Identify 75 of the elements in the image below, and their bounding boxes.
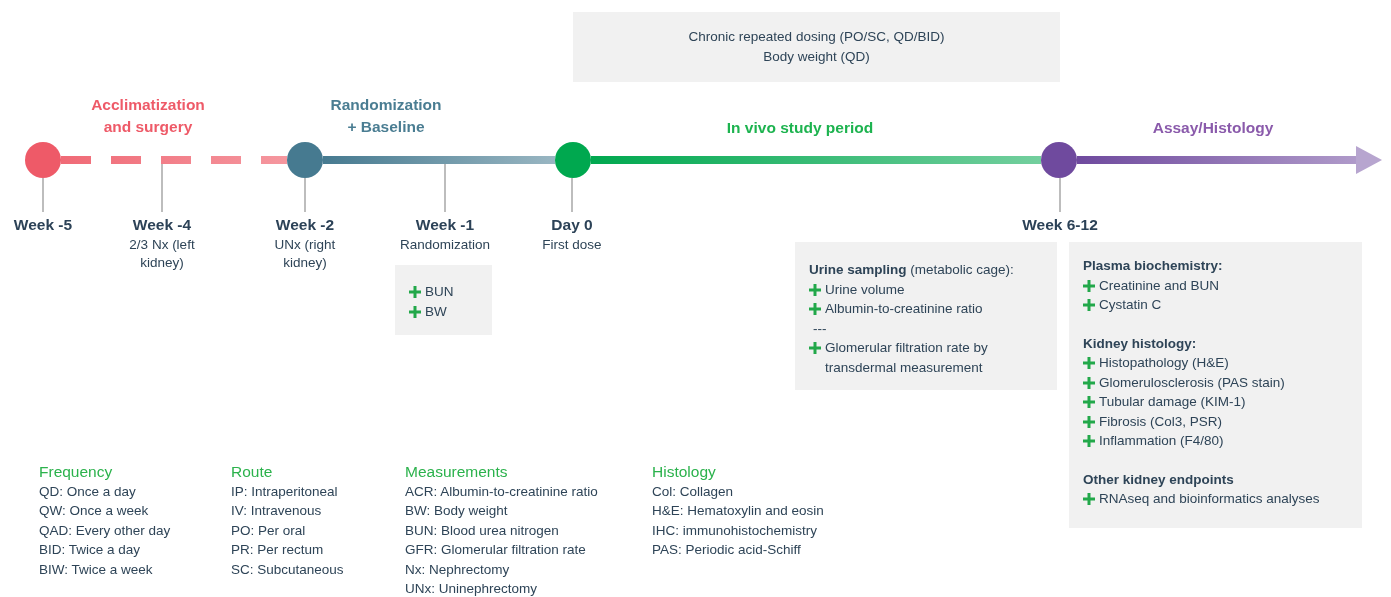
section-heading: Plasma biochemistry: xyxy=(1083,257,1224,275)
abbreviation-definition: Col: Collagen xyxy=(652,483,734,501)
milestone-label: Day 0 xyxy=(551,215,593,235)
list-item: Fibrosis (Col3, PSR) xyxy=(1099,412,1223,431)
event-label: 2/3 Nx (left kidney) xyxy=(128,236,196,272)
phase-label: Acclimatization and surgery xyxy=(90,95,206,137)
info-panel xyxy=(1069,242,1362,528)
list-item: Tubular damage (KIM-1) xyxy=(1099,393,1246,411)
milestone-label: Week -4 xyxy=(132,215,192,235)
milestone-dot xyxy=(1041,142,1077,178)
tick-line xyxy=(1059,177,1061,213)
abbreviation-definition: BW: Body weight xyxy=(405,502,508,521)
list-item: Glomerular filtration rate by transdermal measurement xyxy=(825,339,989,377)
abbreviation-definition: QW: Once a week xyxy=(39,502,149,521)
abbreviation-definition: GFR: Glomerular filtration rate xyxy=(405,541,586,560)
abbreviation-definition: PO: Per oral xyxy=(231,521,306,540)
milestone-dot xyxy=(287,142,323,178)
event-label: UNx (right kidney) xyxy=(273,236,337,272)
info-panel xyxy=(395,265,492,335)
timeline-segment xyxy=(591,156,1041,164)
list-item: Cystatin C xyxy=(1099,296,1162,314)
phase-label: Assay/Histology xyxy=(1151,118,1275,138)
abbreviation-definition: QD: Once a day xyxy=(39,483,136,501)
milestone-dot xyxy=(555,142,591,178)
legend-heading: Frequency xyxy=(39,462,113,482)
event-label: First dose xyxy=(542,236,602,254)
list-item: Albumin-to-creatinine ratio xyxy=(825,300,983,318)
legend-heading: Measurements xyxy=(405,462,508,482)
list-item: BUN xyxy=(425,283,454,301)
separator-text: --- xyxy=(812,319,827,338)
abbreviation-definition: IV: Intravenous xyxy=(231,502,322,521)
tick-line xyxy=(304,177,306,213)
phase-label: Randomization + Baseline xyxy=(329,95,443,137)
abbreviation-definition: UNx: Uninephrectomy xyxy=(405,580,538,597)
section-heading: Urine sampling (metabolic cage): xyxy=(809,261,1015,279)
phase-label: In vivo study period xyxy=(725,118,875,138)
milestone-dot xyxy=(25,142,61,178)
abbreviation-definition: BUN: Blood urea nitrogen xyxy=(405,521,559,540)
abbreviation-definition: BID: Twice a day xyxy=(39,541,141,560)
list-item: Inflammation (F4/80) xyxy=(1099,432,1224,450)
milestone-label: Week 6-12 xyxy=(1022,215,1098,235)
abbreviation-definition: BIW: Twice a week xyxy=(39,560,153,579)
abbreviation-definition: H&E: Hematoxylin and eosin xyxy=(652,502,824,521)
list-item: Histopathology (H&E) xyxy=(1099,354,1229,372)
section-heading: Kidney histology: xyxy=(1083,334,1198,353)
abbreviation-definition: QAD: Every other day xyxy=(39,521,171,540)
timeline-segment xyxy=(61,156,287,164)
timeline-arrow xyxy=(1077,146,1382,174)
panel-text: Chronic repeated dosing (PO/SC, QD/BID) xyxy=(688,28,945,46)
abbreviation-definition: SC: Subcutaneous xyxy=(231,560,344,579)
list-item: BW xyxy=(425,302,447,321)
tick-line xyxy=(571,177,573,213)
list-item: RNAseq and bioinformatics analyses xyxy=(1099,490,1320,508)
list-item: Creatinine and BUN xyxy=(1099,276,1220,295)
legend-heading: Route xyxy=(231,462,273,482)
legend-heading: Histology xyxy=(652,462,716,482)
abbreviation-definition: PAS: Periodic acid-Schiff xyxy=(652,541,801,560)
milestone-label: Week -5 xyxy=(13,215,73,235)
tick-line xyxy=(42,177,44,213)
abbreviation-definition: Nx: Nephrectomy xyxy=(405,560,510,579)
list-item: Glomerulosclerosis (PAS stain) xyxy=(1099,373,1285,392)
list-item: Urine volume xyxy=(825,280,905,299)
abbreviation-definition: IHC: immunohistochemistry xyxy=(652,521,818,540)
panel-text: Body weight (QD) xyxy=(763,48,870,66)
abbreviation-definition: IP: Intraperitoneal xyxy=(231,483,338,501)
abbreviation-definition: PR: Per rectum xyxy=(231,541,324,560)
milestone-label: Week -1 xyxy=(415,215,475,235)
timeline-segment xyxy=(323,156,555,164)
milestone-label: Week -2 xyxy=(275,215,335,235)
section-heading: Other kidney endpoints xyxy=(1083,470,1235,489)
event-label: Randomization xyxy=(399,236,491,254)
tick-line xyxy=(161,163,163,213)
info-panel xyxy=(795,242,1057,390)
tick-line xyxy=(444,163,446,213)
abbreviation-definition: ACR: Albumin-to-creatinine ratio xyxy=(405,483,598,501)
